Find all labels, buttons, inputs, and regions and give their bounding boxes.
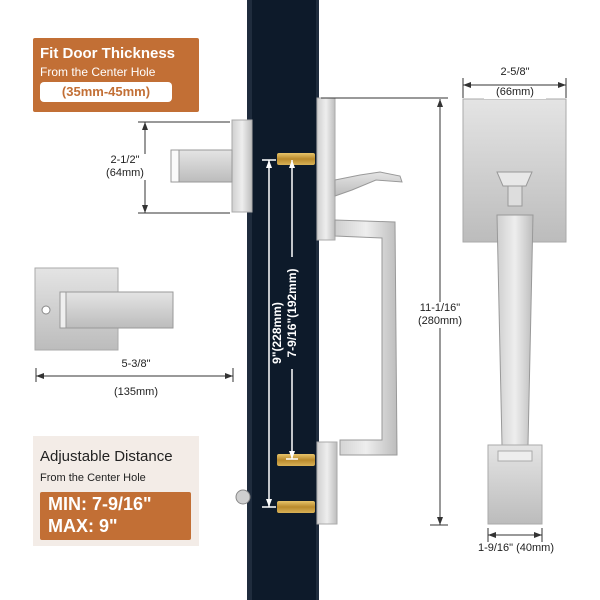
max-value: MAX: 9" (48, 516, 118, 536)
grip-side (334, 219, 398, 456)
handleset-side-base (316, 441, 338, 525)
bottom-width-label: 1-9/16" (40mm) (466, 542, 566, 555)
screw-max-label: 9"(228mm) (270, 278, 284, 388)
thumb-lever (334, 171, 403, 197)
screw-min-label: 7-9/16"(192mm) (285, 257, 299, 369)
latch-spindle (170, 149, 233, 183)
badge-bottom-title: Adjustable Distance (40, 448, 173, 465)
bolt-bottom (277, 501, 315, 513)
lever-length-label: 5-3/8" (96, 358, 176, 371)
handleset-side-plate (316, 97, 336, 241)
min-value: MIN: 7-9/16" (48, 494, 152, 514)
adjustable-distance-badge: Adjustable Distance From the Center Hole… (33, 436, 199, 546)
lock-cylinder-icon (235, 489, 251, 505)
door-thickness-badge: Fit Door Thickness From the Center Hole … (33, 38, 199, 112)
lever-mm: (135mm) (113, 386, 158, 398)
front-bottom-plate (487, 444, 543, 525)
bottom-width: 1-9/16" (40mm) (477, 542, 555, 554)
badge-bottom-subtitle: From the Center Hole (40, 472, 146, 484)
min-max-box: MIN: 7-9/16" MAX: 9" (40, 492, 191, 540)
lever-handle (59, 291, 174, 329)
door-edge (247, 0, 252, 600)
height-mm: (280mm) (417, 315, 462, 327)
thumb-piece-front (496, 171, 533, 187)
set-screw-icon (41, 305, 51, 315)
lever-length-mm-label: (135mm) (96, 386, 176, 399)
badge-top-subtitle: From the Center Hole (40, 65, 156, 79)
lever-in: 5-3/8" (121, 358, 151, 370)
plate-width-in: 2-5/8" (500, 66, 530, 78)
height-label: 11-1/16" (280mm) (404, 302, 476, 328)
badge-top-range: (35mm-45mm) (40, 82, 172, 102)
bolt-mid (277, 454, 315, 466)
plate-width-label-in: 2-5/8" (484, 66, 546, 79)
side-rose-top (231, 119, 253, 213)
plate-width-label-mm: (66mm) (484, 86, 546, 99)
height-in: 11-1/16" (419, 302, 461, 314)
plate-width-mm: (66mm) (496, 86, 534, 98)
front-grip (496, 214, 534, 446)
door-slab (251, 0, 317, 600)
backset-in: 2-1/2" (110, 154, 140, 166)
badge-top-title: Fit Door Thickness (40, 45, 176, 62)
backset-mm: (64mm) (106, 167, 144, 179)
bolt-top (277, 153, 315, 165)
backset-label: 2-1/2" (64mm) (96, 154, 154, 180)
